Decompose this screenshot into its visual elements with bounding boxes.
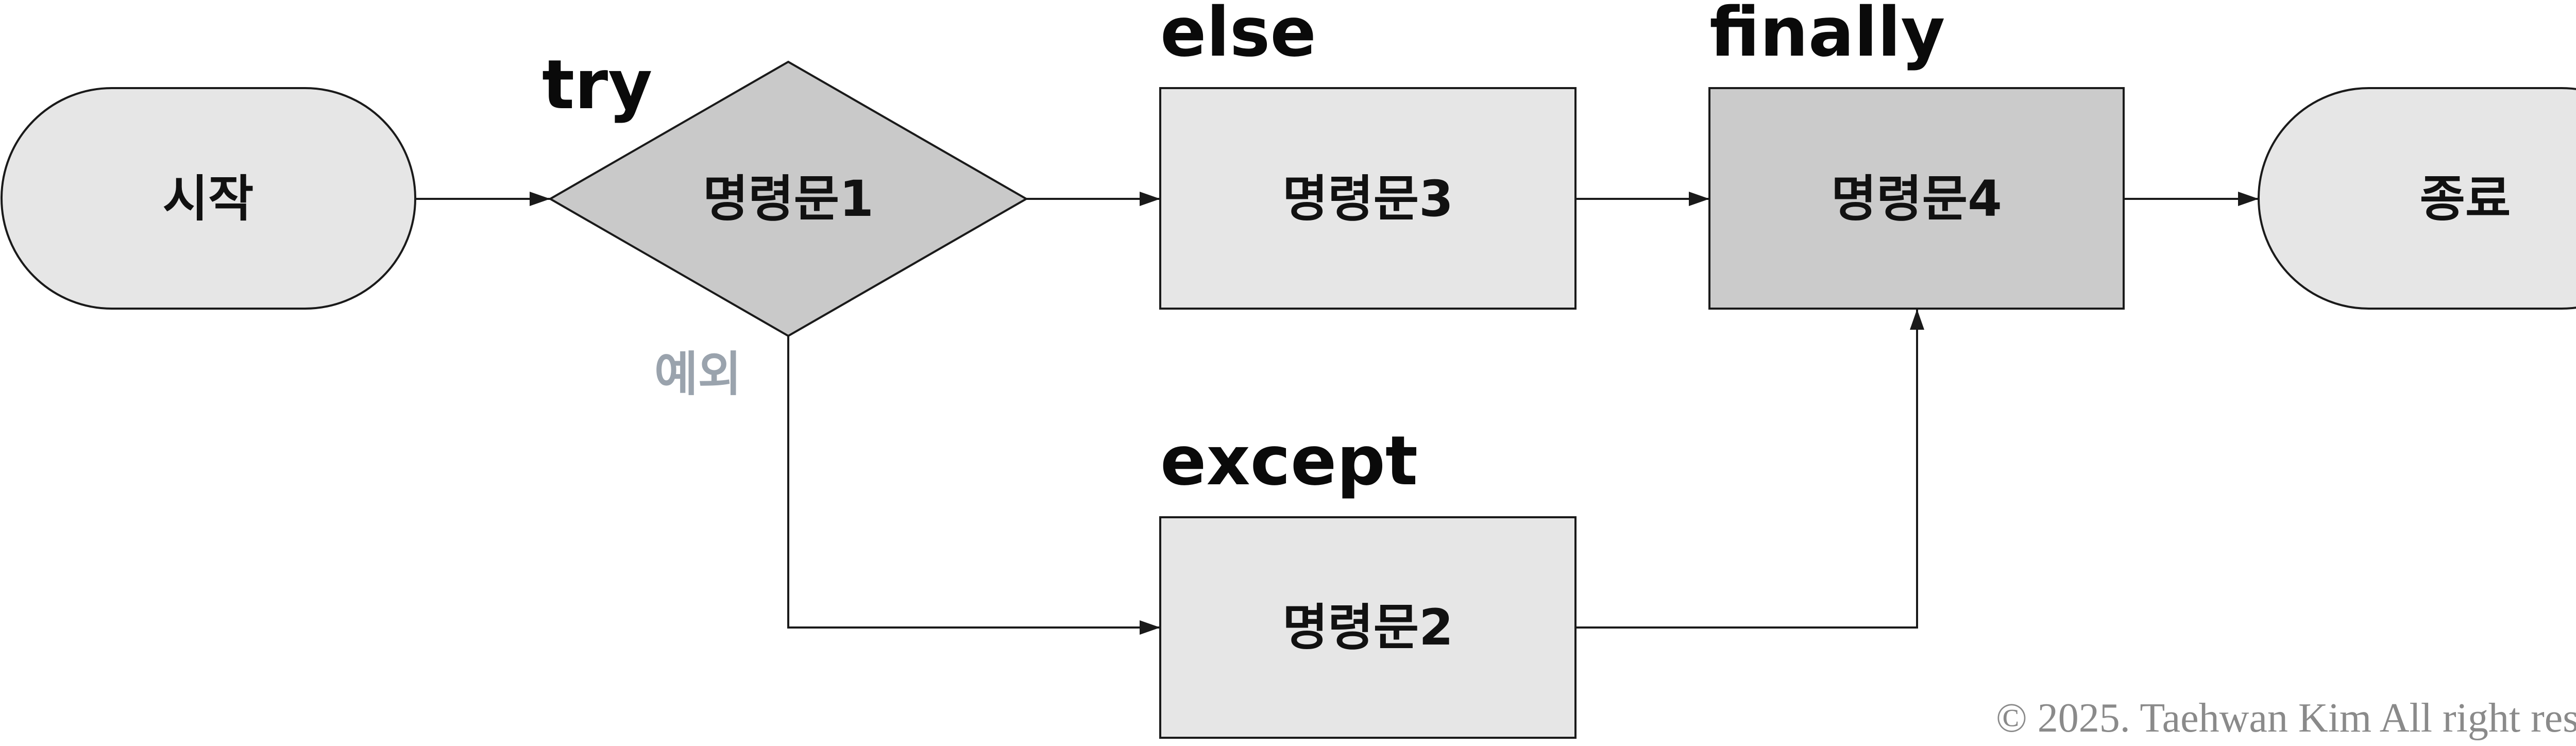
else-block-label: else xyxy=(1160,0,1316,72)
try-block-label: try xyxy=(542,45,652,125)
stmt3-label: 명령문3 xyxy=(1282,170,1453,228)
stmt2-label: 명령문2 xyxy=(1282,599,1453,656)
stmt3-node: 명령문3 xyxy=(1159,87,1577,310)
stmt2-node: 명령문2 xyxy=(1159,516,1577,739)
start-node: 시작 xyxy=(1,87,416,310)
stmt3-box xyxy=(1159,87,1577,310)
stmt4-box xyxy=(1708,87,2125,310)
stmt2-box xyxy=(1159,516,1577,739)
edge-stmt2-to-stmt4 xyxy=(1575,309,1924,629)
edge-stmt1-to-stmt2-exception xyxy=(787,336,1160,635)
exception-edge-label: 예외 xyxy=(654,347,741,402)
stmt1-decision-node: 명령문1 xyxy=(548,60,1029,337)
end-node-shape xyxy=(2258,87,2576,310)
stmt1-diamond-shape xyxy=(548,60,1029,337)
start-node-label: 시작 xyxy=(163,170,254,228)
finally-block-label: finally xyxy=(1709,0,1945,72)
stmt1-label: 명령문1 xyxy=(703,170,874,228)
start-node-shape xyxy=(1,87,416,310)
end-node: 종료 xyxy=(2258,87,2576,310)
stmt4-label: 명령문4 xyxy=(1831,170,2002,228)
stmt4-node: 명령문4 xyxy=(1708,87,2125,310)
except-block-label: except xyxy=(1160,421,1418,501)
end-node-label: 종료 xyxy=(2420,170,2511,228)
copyright-notice: © 2025. Taehwan Kim All right reserved xyxy=(1996,696,2576,741)
